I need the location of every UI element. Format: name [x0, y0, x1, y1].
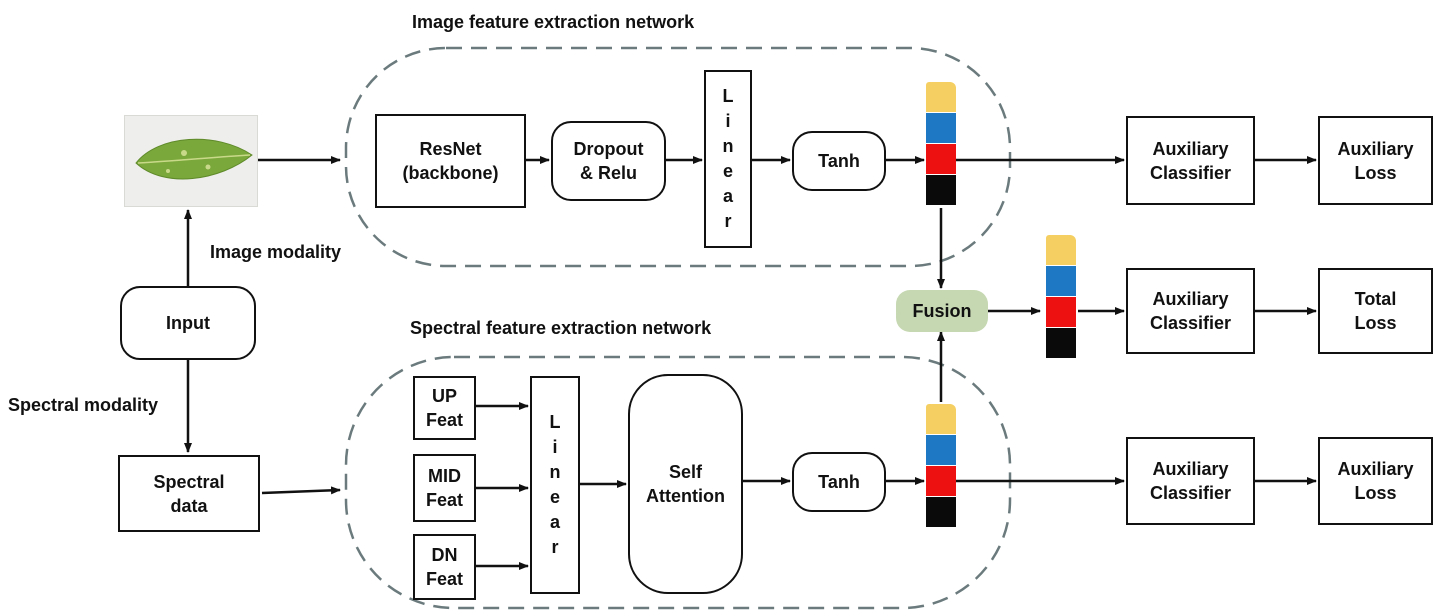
- spectral-data-node: Spectral data: [118, 455, 260, 532]
- resnet-backbone-node: ResNet (backbone): [375, 114, 526, 208]
- total-loss-node: Total Loss: [1318, 268, 1433, 354]
- up-feat-node: UP Feat: [413, 376, 476, 440]
- red-feature-cube: [926, 144, 956, 174]
- linear-layer-spectral: L i n e a r: [530, 376, 580, 594]
- leaf-image: [124, 115, 258, 207]
- red-feature-cube: [926, 466, 956, 496]
- blue-feature-cube: [1046, 266, 1076, 296]
- fusion-node: Fusion: [896, 290, 988, 332]
- spectral-network-caption: Spectral feature extraction network: [410, 318, 712, 338]
- image-modality-label: Image modality: [210, 242, 342, 262]
- mid-feat-node: MID Feat: [413, 454, 476, 522]
- tanh-node-image: Tanh: [792, 131, 886, 191]
- auxiliary-classifier-bottom: Auxiliary Classifier: [1126, 437, 1255, 525]
- auxiliary-classifier-top: Auxiliary Classifier: [1126, 116, 1255, 205]
- image-network-region: [344, 46, 1012, 268]
- linear-layer-image: L i n e a r: [704, 70, 752, 248]
- spectral-modality-label: Spectral modality: [8, 395, 159, 415]
- auxiliary-loss-bottom: Auxiliary Loss: [1318, 437, 1433, 525]
- connectors: [184, 156, 1317, 570]
- black-feature-cube: [926, 497, 956, 527]
- self-attention-node: Self Attention: [628, 374, 743, 594]
- dropout-relu-node: Dropout & Relu: [551, 121, 666, 201]
- image-network-caption: Image feature extraction network: [412, 12, 695, 32]
- yellow-feature-cube: [926, 404, 956, 434]
- edge-spectral-data-to-network: [261, 486, 341, 495]
- blue-feature-cube: [926, 113, 956, 143]
- spectral-network-region: [344, 355, 1012, 610]
- auxiliary-loss-top: Auxiliary Loss: [1318, 116, 1433, 205]
- tanh-node-spectral: Tanh: [792, 452, 886, 512]
- yellow-feature-cube: [1046, 235, 1076, 265]
- leaf-icon: [135, 138, 253, 180]
- input-node: Input: [120, 286, 256, 360]
- red-feature-cube: [1046, 297, 1076, 327]
- black-feature-cube: [1046, 328, 1076, 358]
- blue-feature-cube: [926, 435, 956, 465]
- dn-feat-node: DN Feat: [413, 534, 476, 600]
- black-feature-cube: [926, 175, 956, 205]
- auxiliary-classifier-middle: Auxiliary Classifier: [1126, 268, 1255, 354]
- yellow-feature-cube: [926, 82, 956, 112]
